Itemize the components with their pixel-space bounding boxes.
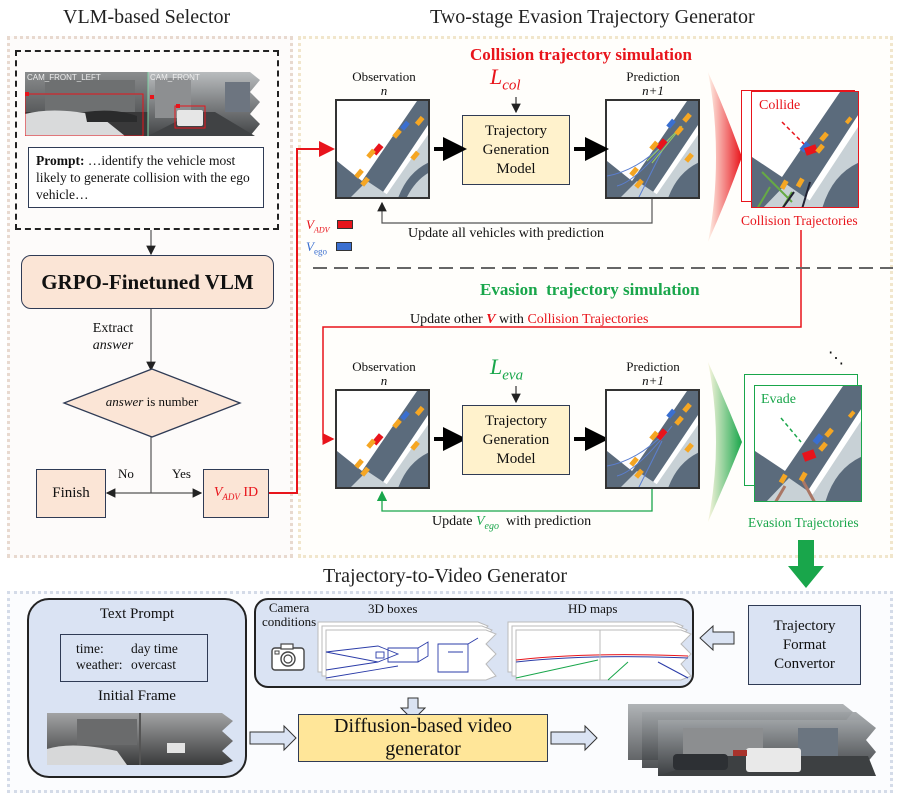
collision-stage-title: Collision trajectory simulation [470,45,692,64]
vehicle-legend: VADV Vego [306,217,353,259]
initial-frame-image [47,713,233,765]
weather-value: overcast [131,657,176,672]
vadv-id-node: VADV ID [203,469,269,518]
hd-maps-image [507,621,692,681]
multi-camera-image: CAM_FRONT_LEFT CAM_FRONT [25,72,275,136]
camera-label-front: CAM_FRONT [150,73,200,82]
weather-key: weather: [76,657,123,672]
camera-label-front-left: CAM_FRONT_LEFT [27,73,101,82]
time-key: time: [76,641,104,656]
3d-boxes-image [317,621,497,681]
collision-prediction-map [605,99,700,199]
collision-observation-map [335,99,430,199]
evasion-trajectories-label: Evasion Trajectories [748,515,859,530]
generator-section-title: Two-stage Evasion Trajectory Generator [430,6,755,28]
update-other-v-label: Update other V with Collision Trajectori… [410,312,649,327]
collision-big-arrow [708,72,742,242]
green-down-arrow [788,540,824,588]
evasion-ellipsis: ⋱ [828,350,844,367]
legend-ego: Vego [306,239,353,260]
evasion-prediction-map [605,389,700,489]
evasion-stage-title: Evasion trajectory simulation [480,280,700,299]
evasion-feedback-label: Update Vego with prediction [432,514,592,532]
extract-text: Extract [92,321,134,336]
time-value: day time [131,641,178,656]
no-label: No [118,466,134,481]
prompt-attributes-box: time: day time weather: overcast [60,634,208,682]
diffusion-video-generator-node: Diffusion-based video generator [298,714,548,762]
3d-boxes-label: 3D boxes [368,601,418,616]
prompt-label: Prompt: [36,153,85,168]
collision-feedback-label: Update all vehicles with prediction [408,226,604,241]
initial-frame-title: Initial Frame [98,688,176,704]
vadv-id-label: VADV ID [213,485,259,502]
collide-label: Collide [759,98,801,114]
collision-result-map: Collide [751,91,859,208]
evasion-loss-label: Leva [490,354,524,384]
grpo-finetuned-vlm-node: GRPO-Finetuned VLM [21,255,274,309]
input-dashed-frame [15,50,279,230]
ego-swatch [336,241,353,251]
adv-swatch [336,220,353,229]
evade-label: Evade [761,392,796,408]
extract-answer-label: Extract answer [88,320,138,354]
collision-loss-label: Lcol [490,64,521,94]
text-prompt-title: Text Prompt [99,606,175,622]
decision-diamond [62,368,242,438]
selector-section-title: VLM-based Selector [63,6,231,28]
extract-answer-text: answer [92,338,134,353]
evasion-result-map: Evade [754,385,862,502]
diffusion-label: Diffusion-based video generator [334,715,512,760]
evasion-observation-map [335,389,430,489]
evasion-big-arrow [708,362,742,522]
finish-label: Finish [52,485,90,501]
decision-condition: is number [143,394,199,409]
decision-text: answer is number [62,394,242,410]
generated-video-frames [628,704,876,776]
hd-maps-label: HD maps [568,601,618,616]
collision-trajectories-label: Collision Trajectories [741,213,858,228]
prompt-text: …identify the vehicle most likely to gen… [36,153,250,202]
legend-adv: VADV [306,217,353,239]
vlm-label: GRPO-Finetuned VLM [41,269,254,294]
video-section-title: Trajectory-to-Video Generator [323,565,568,587]
yes-label: Yes [172,466,191,481]
prompt-box: Prompt: …identify the vehicle most likel… [28,147,264,208]
finish-node: Finish [36,469,106,518]
decision-answer: answer [105,394,144,409]
camera-icon [271,643,305,671]
